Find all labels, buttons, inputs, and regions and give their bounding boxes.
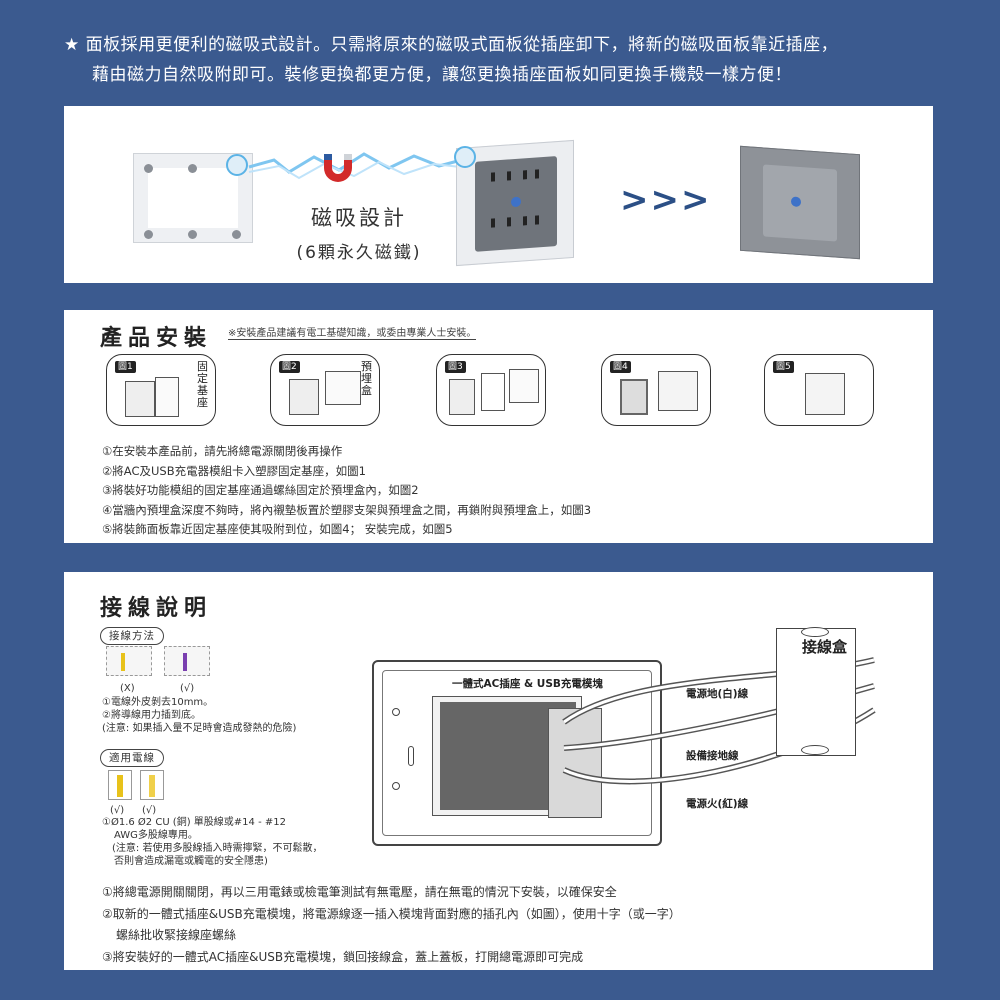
wire-wrong-image <box>106 646 152 676</box>
wire-type-label: 適用電線 <box>100 749 164 767</box>
figure-5: 圖5 <box>764 354 874 426</box>
install-step: ⑤將裝飾面板靠近固定基座使其吸附到位，如圖4； 安裝完成，如圖5 <box>102 522 453 537</box>
figure-label: 預埋盒 <box>361 360 372 397</box>
stranded-mark: (√) <box>142 805 157 816</box>
module-outline <box>372 660 662 846</box>
wiring-panel: 接線說明 接線方法 (X) (√) ①電線外皮剝去10mm。 ②將導線用力插到底… <box>64 572 933 970</box>
white-wire-label: 電源地(白)線 <box>686 688 749 700</box>
installation-panel: 產品安裝 ※安裝產品建議有電工基礎知識，或委由專業人士安裝。 圖1 固定基座 圖… <box>64 310 933 543</box>
install-step: ①在安裝本產品前，請先將總電源關閉後再操作 <box>102 444 343 458</box>
wiring-step: 螺絲批收緊接線座螺絲 <box>116 928 237 943</box>
magnet-dot <box>144 164 153 173</box>
figure-label: 固定基座 <box>197 360 208 409</box>
wiring-title: 接線說明 <box>100 596 213 621</box>
install-step: ③將裝好功能模組的固定基座通過螺絲固定於預埋盒內，如圖2 <box>102 483 419 498</box>
solid-mark: (√) <box>110 805 125 816</box>
wiring-method-label: 接線方法 <box>100 627 164 645</box>
install-step: ②將AC及USB充電器模組卡入塑膠固定基座，如圖1 <box>102 463 366 478</box>
wiring-method-notes: ①電線外皮剝去10mm。 ②將導線用力插到底。 (注意: 如果插入量不足時會造成… <box>102 696 296 735</box>
wiring-method-section: 接線方法 <box>100 624 164 645</box>
method-note: (注意: 如果插入量不足時會造成發熱的危險) <box>102 723 297 734</box>
method-note: ②將導線用力插到底。 <box>102 710 201 721</box>
junction-box-label: 接線盒 <box>802 638 848 656</box>
magnet-highlight <box>226 154 248 176</box>
wire-note: AWG多股線專用。 <box>114 830 198 841</box>
magnetic-design-panel: 磁吸設計 (6顆永久磁鐵) >>> <box>64 106 933 283</box>
figure-1: 圖1 固定基座 <box>106 354 216 426</box>
wiring-step: ②取新的一體式插座&USB充電模塊，將電源線逐一插入模塊背面對應的插孔內（如圖）… <box>102 906 681 921</box>
installation-note: ※安裝產品建議有電工基礎知識，或委由專業人士安裝。 <box>228 324 477 340</box>
magnet-dot <box>188 164 197 173</box>
magnetic-design-title: 磁吸設計 <box>311 206 407 230</box>
module-label: 一體式AC插座 & USB充電模塊 <box>452 678 603 690</box>
figure-tag: 圖5 <box>773 361 794 373</box>
wire-note: ①Ø1.6 Ø2 CU (銅) 單股線或#14 - #12 <box>102 817 286 828</box>
figure-tag: 圖4 <box>610 361 631 373</box>
wire-right-image <box>164 646 210 676</box>
method-note: ①電線外皮剝去10mm。 <box>102 697 214 708</box>
wrong-mark: (X) <box>120 683 135 694</box>
figure-4: 圖4 <box>601 354 711 426</box>
magnetic-design-subtitle: (6顆永久磁鐵) <box>296 243 422 263</box>
install-step: ④當牆內預埋盒深度不夠時，將內襯墊板置於塑膠支架與預埋盒之間，再鎖附與預埋盒上，… <box>102 502 592 517</box>
stranded-wire-image <box>140 770 164 800</box>
wire-type-section: 適用電線 <box>100 746 164 767</box>
wiring-step: ①將總電源開關關閉，再以三用電錶或檢電筆測試有無電壓，請在無電的情況下安裝，以確… <box>102 885 617 899</box>
arrows-icon: >>> <box>620 180 712 220</box>
figure-2: 圖2 預埋盒 <box>270 354 380 426</box>
magnet-highlight <box>454 146 476 168</box>
figure-tag: 圖3 <box>445 361 466 373</box>
figure-tag: 圖1 <box>115 361 136 373</box>
wiring-step: ③將安裝好的一體式AC插座&USB充電模塊，鎖回接線盒，蓋上蓋板，打開總電源即可… <box>102 949 584 964</box>
horseshoe-magnet-icon <box>324 154 352 182</box>
intro-text: ★ 面板採用更便利的磁吸式設計。只需將原來的磁吸式面板從插座卸下，將新的磁吸面板… <box>64 30 944 90</box>
magnet-dot <box>188 230 197 239</box>
installation-title: 產品安裝 <box>100 326 213 351</box>
intro-line-1: ★ 面板採用更便利的磁吸式設計。只需將原來的磁吸式面板從插座卸下，將新的磁吸面板… <box>64 35 839 55</box>
right-mark: (√) <box>180 683 195 694</box>
wiring-steps: ①將總電源開關關閉，再以三用電錶或檢電筆測試有無電壓，請在無電的情況下安裝，以確… <box>102 882 681 968</box>
figure-tag: 圖2 <box>279 361 300 373</box>
intro-line-2: 藉由磁力自然吸附即可。裝修更換都更方便，讓您更換插座面板如同更換手機殼一樣方便！ <box>92 65 792 85</box>
red-wire-label: 電源火(紅)線 <box>686 798 749 810</box>
figure-3: 圖3 <box>436 354 546 426</box>
installation-steps: ①在安裝本產品前，請先將總電源關閉後再操作 ②將AC及USB充電器模組卡入塑膠固… <box>102 442 591 540</box>
junction-box-image <box>776 627 856 756</box>
solid-wire-image <box>108 770 132 800</box>
finished-panel-image <box>740 145 860 260</box>
magnet-dot <box>144 230 153 239</box>
ground-wire-label: 設備接地線 <box>686 750 739 762</box>
magnet-dot <box>232 230 241 239</box>
wire-note: (注意: 若使用多股線插入時需擰緊，不可鬆散， <box>112 843 323 854</box>
wire-type-notes: ①Ø1.6 Ø2 CU (銅) 單股線或#14 - #12 AWG多股線專用。 … <box>102 816 322 868</box>
wire-note: 否則會造成漏電或觸電的安全隱患) <box>114 856 268 867</box>
